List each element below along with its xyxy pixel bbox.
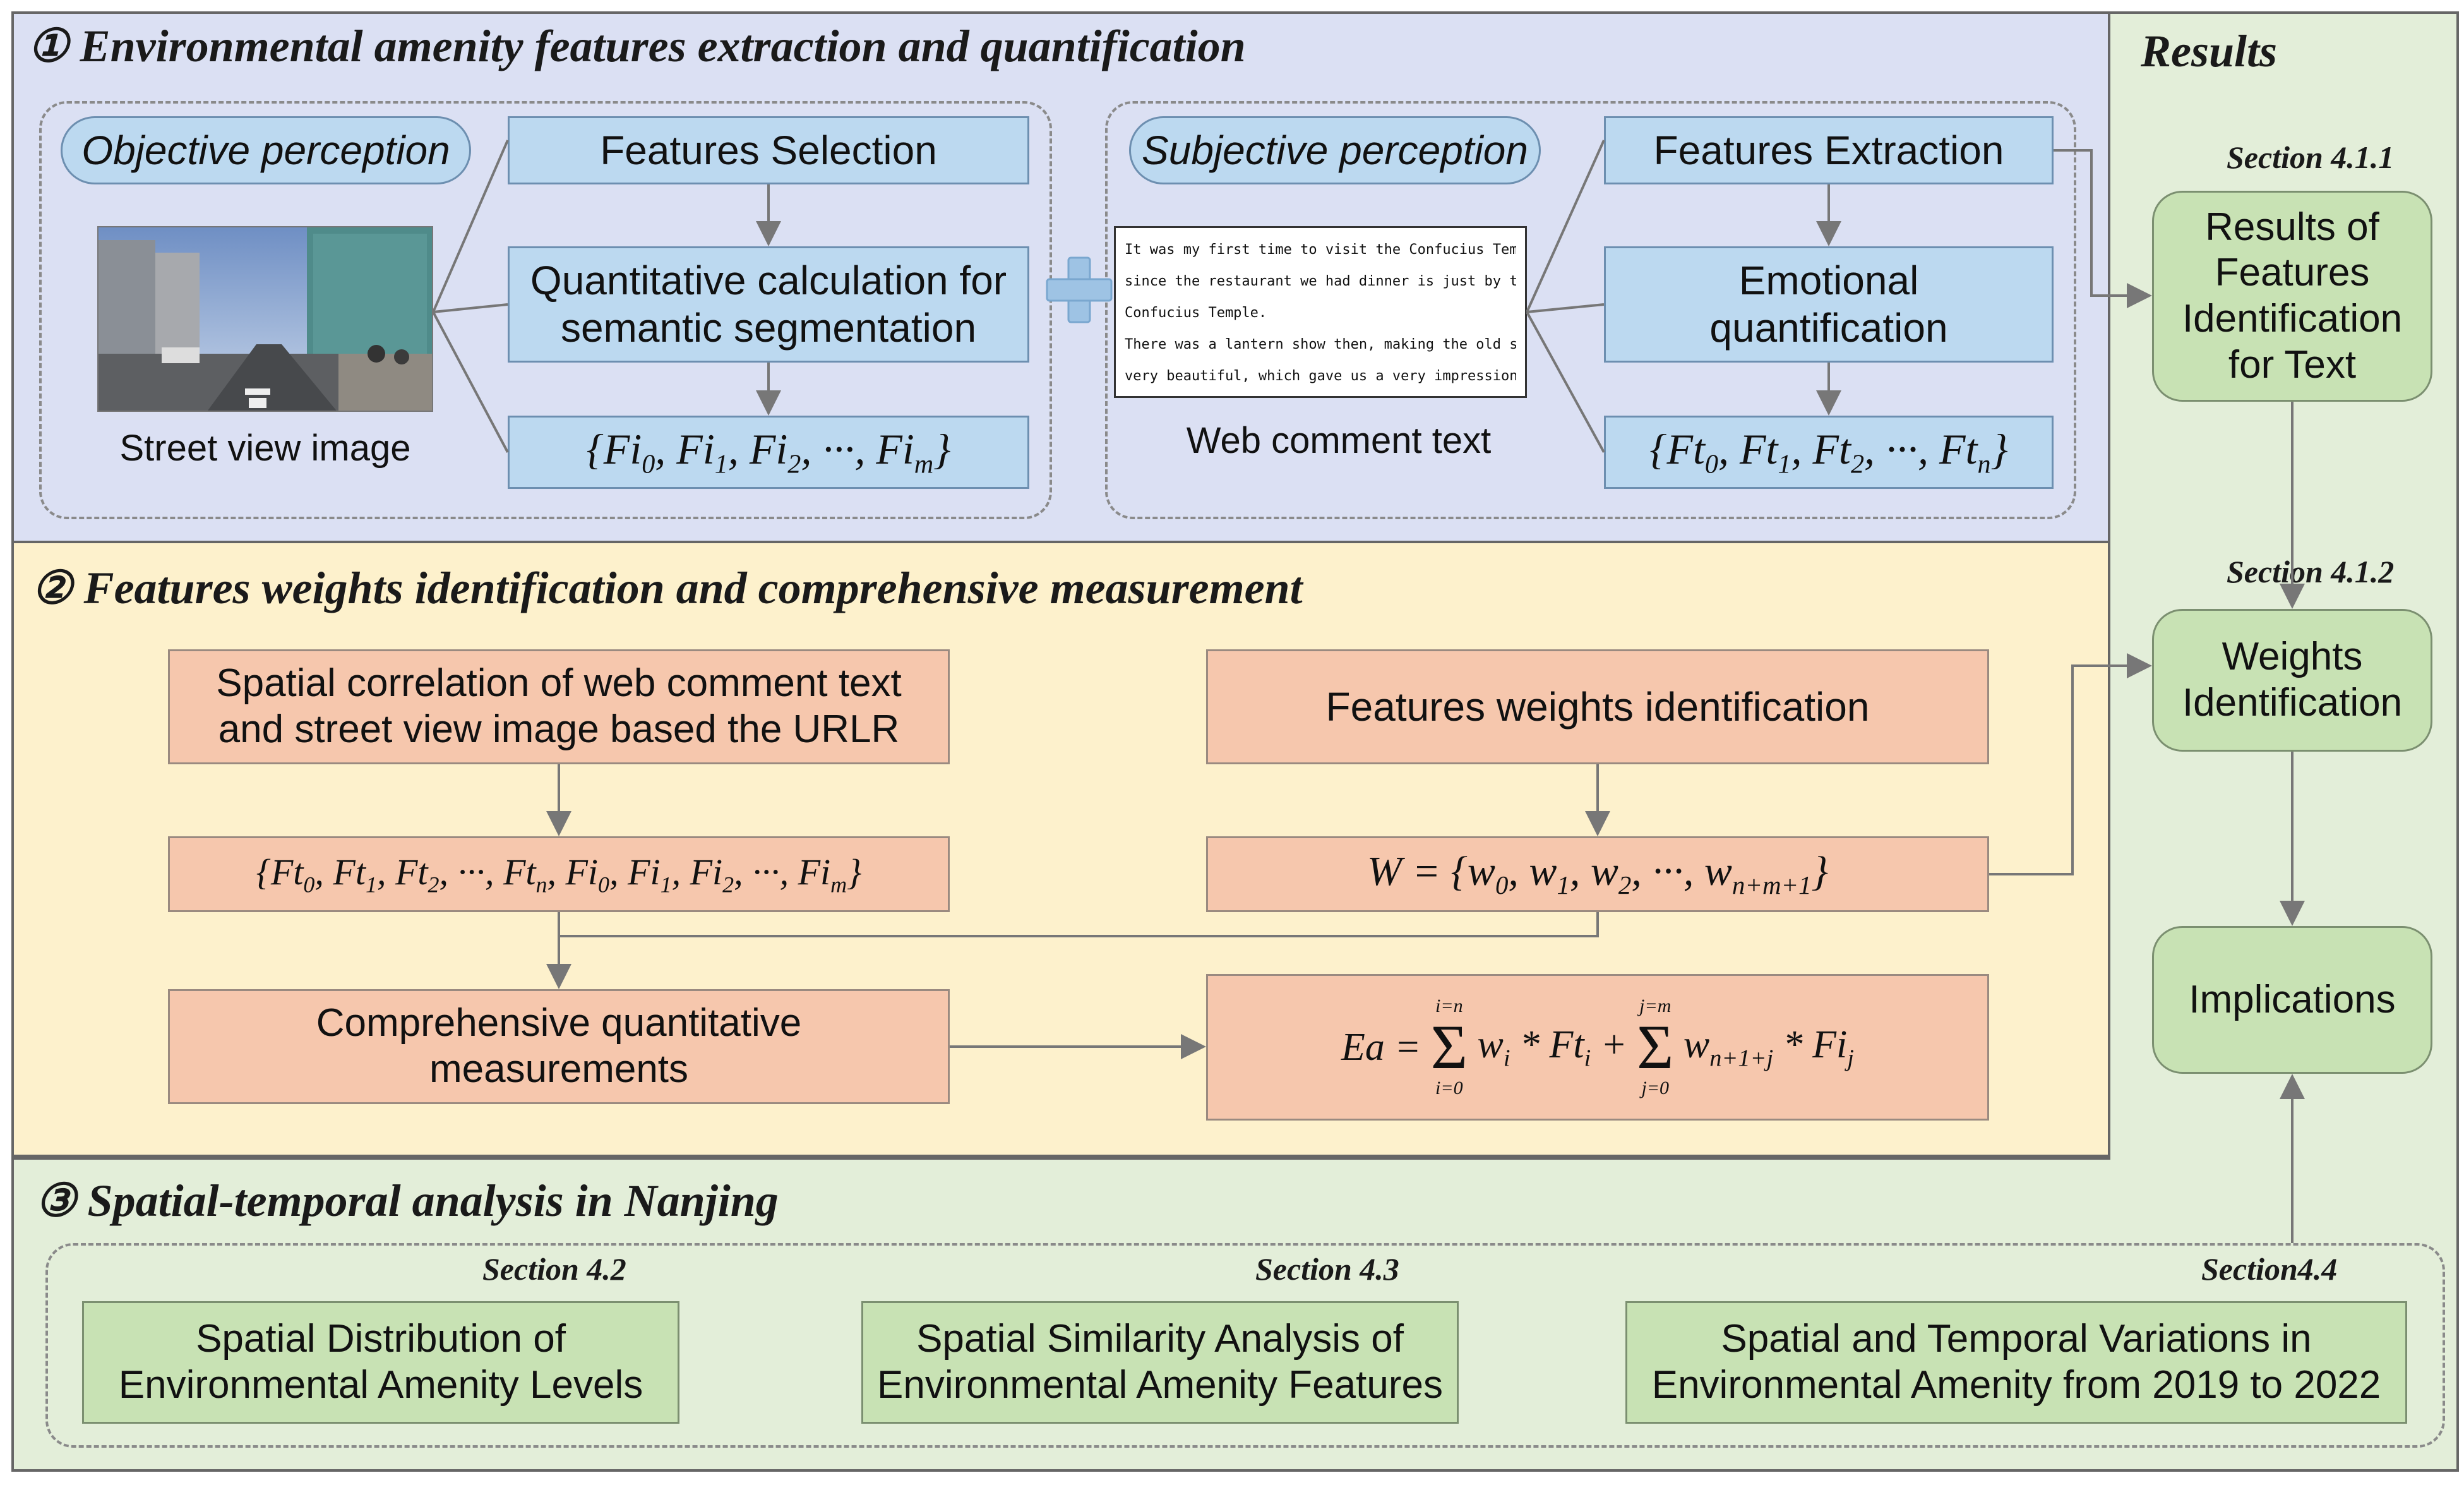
section3-item-0-tag: Section 4.2 xyxy=(482,1251,626,1287)
features-extraction-box: Features Extraction xyxy=(1604,116,2054,184)
ft-set-base-0: Ft xyxy=(1666,425,1705,474)
fan-line xyxy=(433,303,508,313)
fan-line xyxy=(1526,140,1605,313)
spatial-similarity-box: Spatial Similarity Analysis of Environme… xyxy=(861,1301,1459,1424)
comment-line: since the restaurant we had dinner is ju… xyxy=(1125,274,1516,289)
ft-set-base-2: Ft xyxy=(1812,425,1851,474)
weights-identification-result-box: Weights Identification xyxy=(2152,609,2432,752)
fi-set-base-1: Fi xyxy=(676,425,715,474)
features-selection-box: Features Selection xyxy=(508,116,1029,184)
spatial-correlation-box: Spatial correlation of web comment text … xyxy=(168,649,950,764)
web-comment-caption: Web comment text xyxy=(1186,420,1492,461)
fi-set-base-m: Fi xyxy=(876,425,914,474)
street-view-image xyxy=(97,226,433,412)
street-view-photo-icon xyxy=(99,227,432,411)
arrow-line xyxy=(1989,653,2152,875)
ft-set-box: {Ft0, Ft1, Ft2, ···, Ftn} xyxy=(1604,416,2054,489)
results-title: Results xyxy=(2141,26,2278,76)
features-weights-identification-box: Features weights identification xyxy=(1206,649,1989,764)
results-text-identification-box: Results of Features Identification for T… xyxy=(2152,191,2432,402)
section3-title: ③ Spatial-temporal analysis in Nanjing xyxy=(35,1175,779,1226)
results-item-1-tag: Section 4.1.2 xyxy=(2227,554,2395,589)
web-comment-sample: It was my first time to visit the Confuc… xyxy=(1114,226,1527,398)
comment-line: There was a lantern show then, making th… xyxy=(1125,337,1516,352)
section3-item-1-tag: Section 4.3 xyxy=(1255,1251,1399,1287)
comment-line: very beautiful, which gave us a very imp… xyxy=(1125,368,1516,384)
section3-group xyxy=(45,1243,2445,1448)
section3-item-2-tag: Section4.4 xyxy=(2201,1251,2338,1287)
fi-set-base-0: Fi xyxy=(603,425,642,474)
street-view-caption: Street view image xyxy=(119,428,411,469)
fi-set-last-sub: m xyxy=(914,449,934,479)
fan-line xyxy=(1526,311,1605,453)
combined-feature-set-box: {Ft0, Ft1, Ft2, ···, Ftn, Fi0, Fi1, Fi2,… xyxy=(168,836,950,912)
fi-set-box: {Fi0, Fi1, Fi2, ···, Fim} xyxy=(508,416,1029,489)
arrow-line xyxy=(2054,149,2152,308)
section2-title: ② Features weights identification and co… xyxy=(32,563,1303,613)
merge-line xyxy=(559,912,1599,937)
weight-set-box: W = {w0, w1, w2, ···, wn+m+1} xyxy=(1206,836,1989,912)
fan-line xyxy=(432,140,509,313)
ft-set-last-sub: n xyxy=(1977,449,1991,479)
quantitative-calculation-box: Quantitative calculation for semantic se… xyxy=(508,246,1029,363)
ft-set-base-n: Ft xyxy=(1939,425,1978,474)
fi-set-base-2: Fi xyxy=(749,425,788,474)
comment-line: Confucius Temple. xyxy=(1125,305,1267,321)
subjective-group xyxy=(1105,101,2076,519)
formula-box: Ea = i=n Σ i=0 wi * Fti + j=m Σ j=0 wn+1… xyxy=(1206,974,1989,1121)
section1-title: ① Environmental amenity features extract… xyxy=(28,21,1246,71)
spatial-distribution-box: Spatial Distribution of Environmental Am… xyxy=(82,1301,679,1424)
fan-line xyxy=(432,311,509,453)
comprehensive-measurement-box: Comprehensive quantitative measurements xyxy=(168,989,950,1104)
results-item-0-tag: Section 4.1.1 xyxy=(2227,140,2395,175)
subjective-perception-label: Subjective perception xyxy=(1129,116,1541,184)
ft-set-base-1: Ft xyxy=(1739,425,1778,474)
objective-perception-label: Objective perception xyxy=(61,116,471,184)
spatial-temporal-variations-box: Spatial and Temporal Variations in Envir… xyxy=(1625,1301,2407,1424)
emotional-quantification-box: Emotional quantification xyxy=(1604,246,2054,363)
comment-line: It was my first time to visit the Confuc… xyxy=(1125,242,1516,258)
objective-group xyxy=(39,101,1052,519)
plus-icon xyxy=(1046,256,1113,323)
fan-line xyxy=(1526,303,1605,313)
implications-box: Implications xyxy=(2152,926,2432,1074)
